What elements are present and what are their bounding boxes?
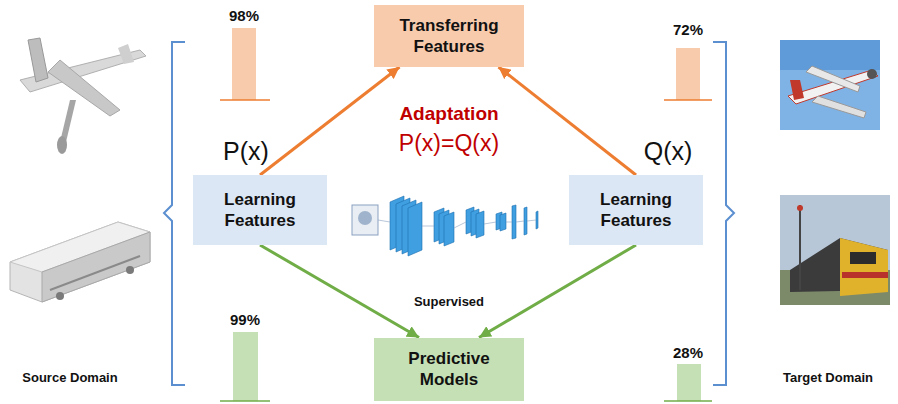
- edge-note: Supervised: [414, 295, 484, 309]
- distribution-label: Q(x): [644, 138, 693, 166]
- feature-box: Learning Features: [193, 175, 327, 245]
- distribution-label: P(x): [223, 138, 269, 166]
- airplane-model: [20, 38, 146, 154]
- train-model: [10, 222, 150, 302]
- accuracy-value: 98%: [229, 8, 259, 25]
- domain-label: Source Domain: [22, 371, 117, 385]
- domain-brackets: [164, 42, 734, 385]
- model-box: Predictive Models: [374, 338, 524, 401]
- transfer-box: Transferring Features: [374, 5, 524, 67]
- supervised-arrow: [260, 245, 419, 338]
- transfer-arrow: [499, 67, 637, 175]
- adaptation-formula: P(x)=Q(x): [399, 131, 499, 156]
- accuracy-value: 28%: [673, 345, 703, 362]
- supervised-arrow: [479, 245, 636, 338]
- adaptation-title: Adaptation: [399, 104, 498, 125]
- accuracy-value: 72%: [673, 22, 703, 39]
- feature-box: Learning Features: [569, 175, 703, 245]
- airplane-photo: [780, 40, 880, 130]
- accuracy-value: 99%: [230, 312, 260, 329]
- node-label: Transferring Features: [382, 15, 516, 58]
- node-label: Learning Features: [201, 189, 319, 232]
- domain-label: Target Domain: [783, 371, 873, 385]
- transfer-arrow: [260, 67, 400, 175]
- node-label: Predictive Models: [382, 348, 516, 391]
- train-photo: [780, 195, 890, 305]
- cnn-illustration: [352, 196, 538, 256]
- node-label: Learning Features: [577, 189, 695, 232]
